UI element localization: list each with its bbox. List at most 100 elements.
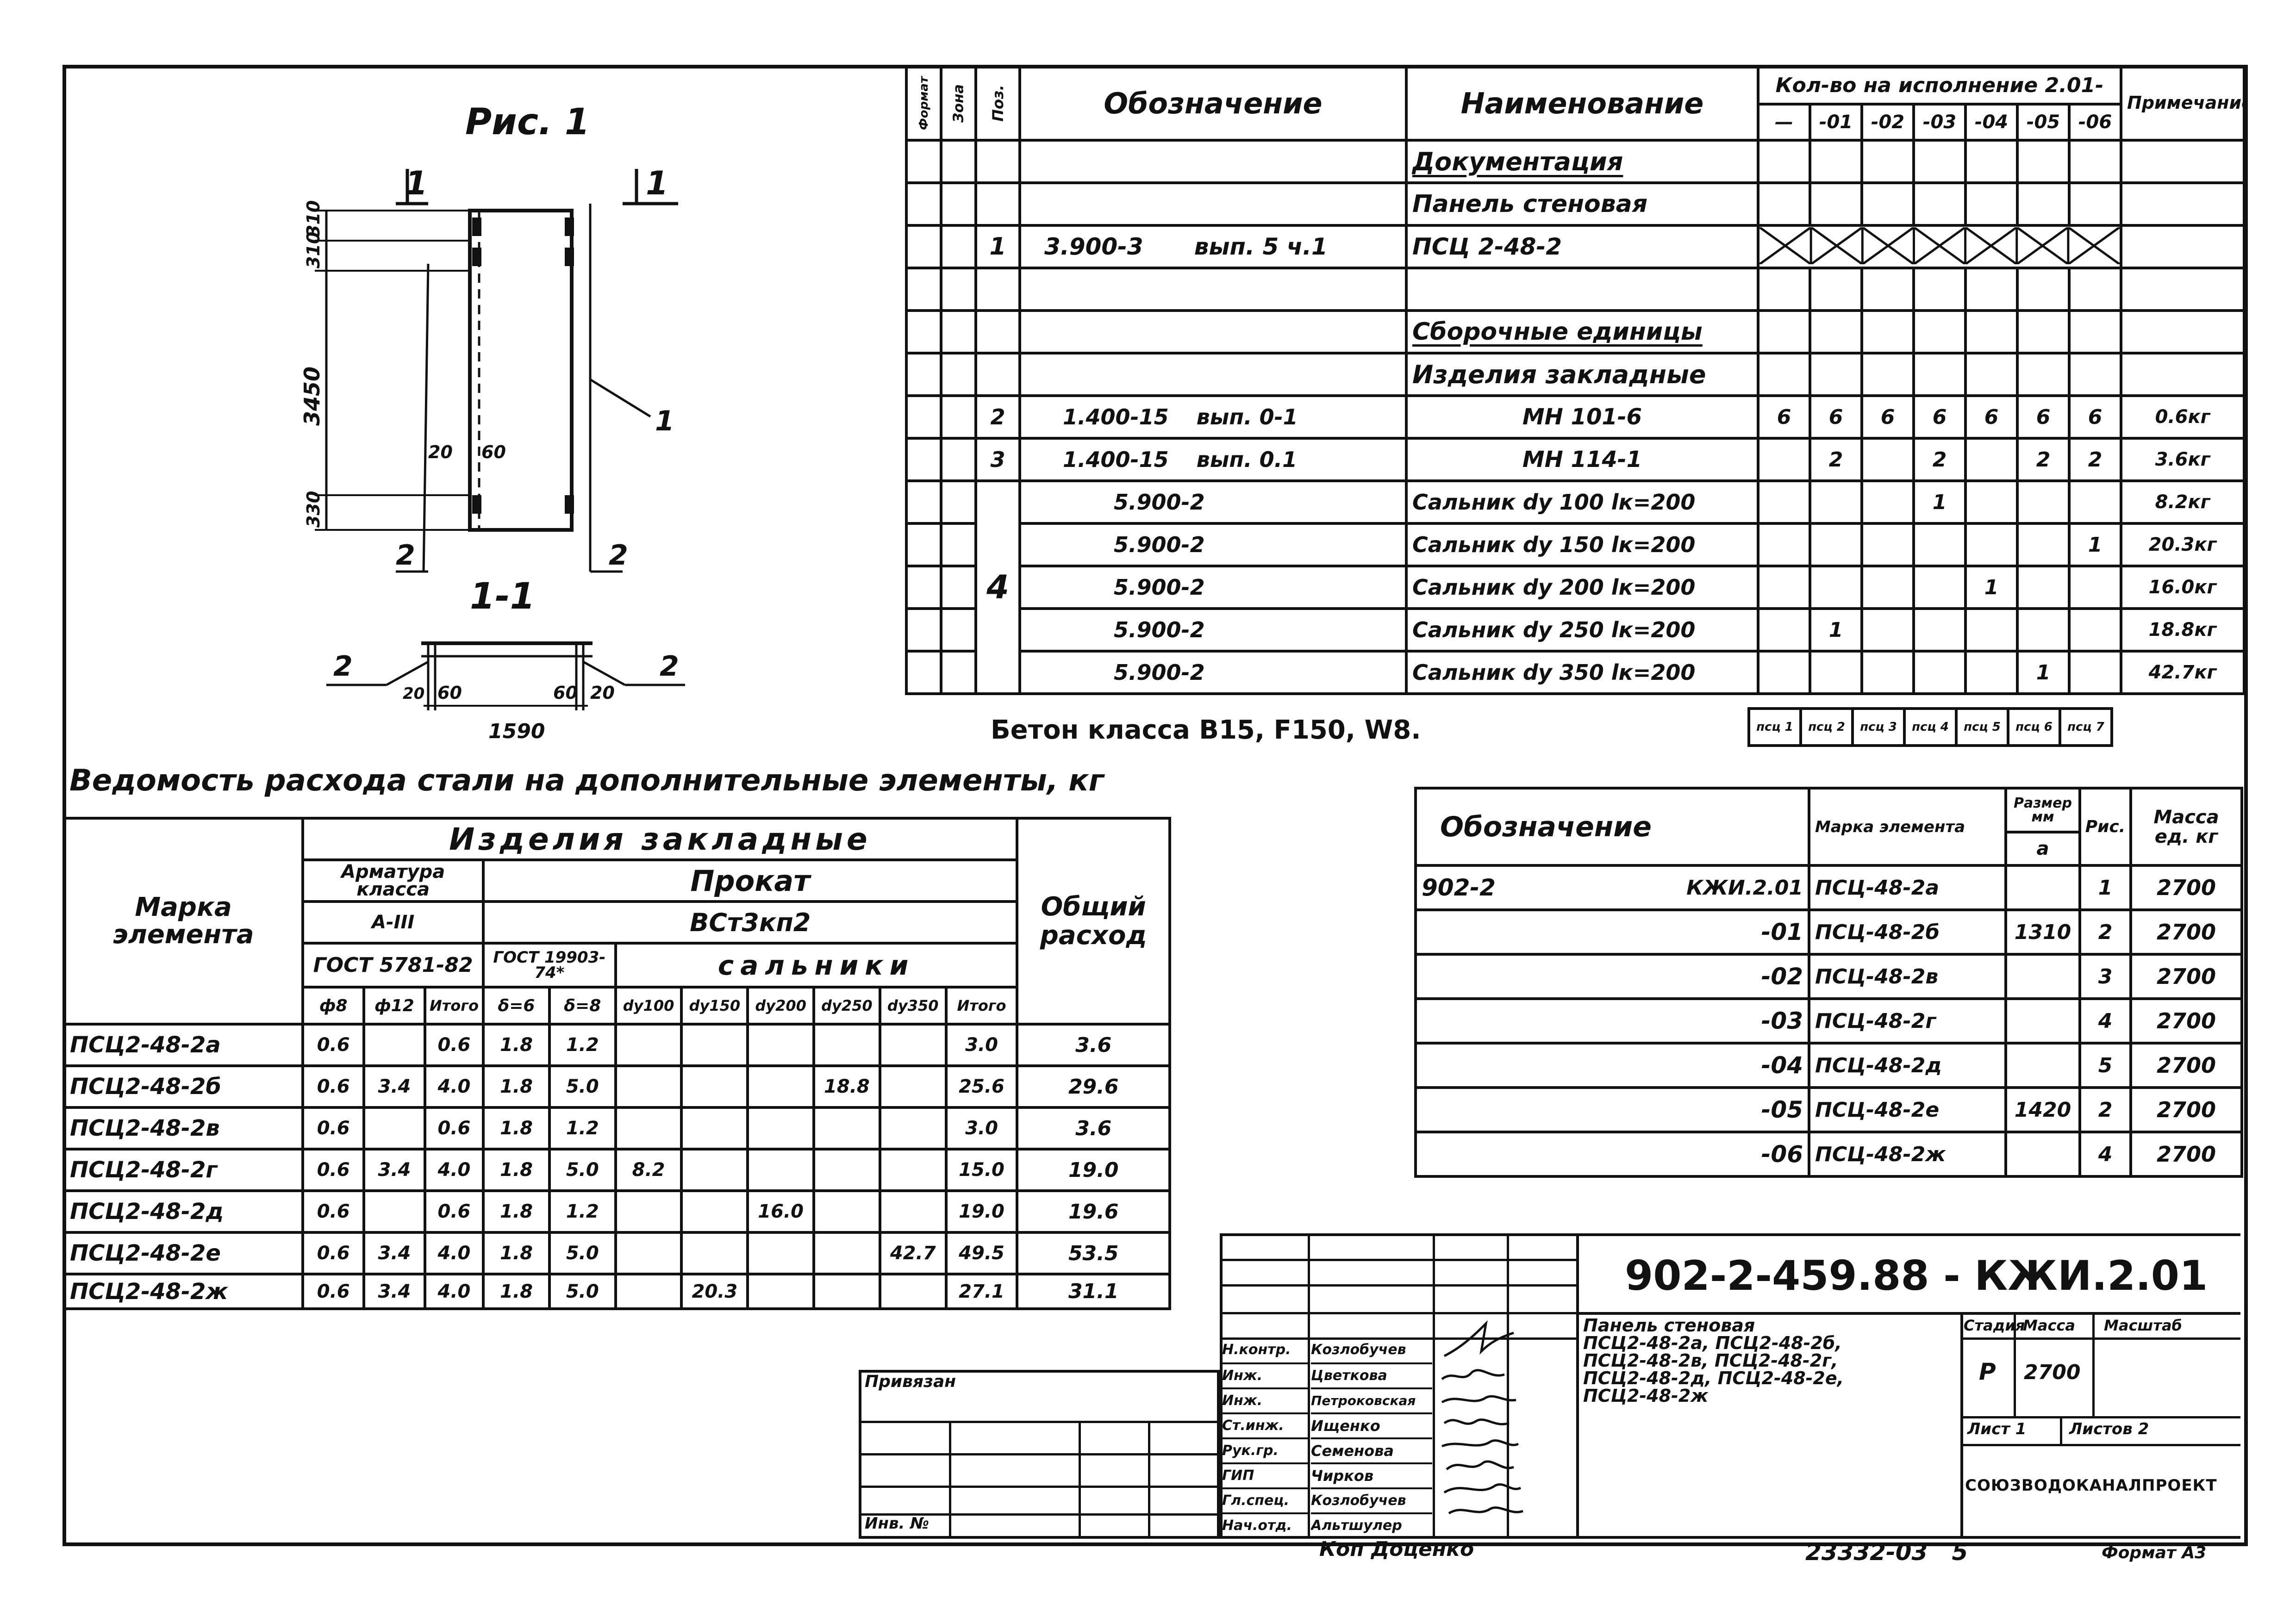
element-row: -05 ПСЦ-48-2е 1420 2 2700 [1414,1086,2244,1133]
hdr-var-5: -05 [2016,103,2071,142]
copied-by: Коп Доценко [1319,1537,1474,1561]
section-documentation: Документация [1405,139,1759,184]
dim-top-a: 310 [303,200,324,237]
hdr-rebar-class: А-III [301,900,485,945]
dim-height: 3450 [299,367,324,426]
sheet-number: Лист 1 [1967,1420,2027,1438]
element-row: 902-2 КЖИ.2.01 ПСЦ-48-2а 1 2700 [1414,864,2244,911]
hdr-name: Наименование [1405,65,1759,142]
section-dim-20b: 20 [590,683,615,703]
roles-list: Н.контр. Инж. Инж. Ст.инж. Рук.гр. ГИП Г… [1222,1337,1308,1537]
element-row: -04 ПСЦ-48-2д 5 2700 [1414,1042,2244,1089]
stage-header: Стадия [1964,1317,2025,1334]
panel-label: Панель стеновая [1405,181,1759,227]
section-dim-60a: 60 [437,683,462,703]
hdr-rolled: Прокат [482,858,1019,903]
element-row: -02 ПСЦ-48-2в 3 2700 [1414,953,2244,1000]
el-hdr-desig: Обозначение [1414,787,1811,867]
element-row: -01 ПСЦ-48-2б 1310 2 2700 [1414,908,2244,956]
section-leader-2b: 2 [660,650,679,683]
dim-inner-60: 60 [481,442,506,462]
hdr-var-6: -06 [2067,103,2123,142]
el-hdr-size-sub: а [2004,831,2082,867]
spec-item-row: 4 5.900-2 Сальник dy 100 lк=200 1 8.2кг [905,479,2246,695]
hdr-rebar: Арматура класса [301,858,485,903]
hdr-embedded: Изделия закладные [301,817,1019,861]
sheet-format: Формат А3 [2102,1543,2207,1562]
row1-pos: 1 [974,224,1021,269]
row1-crossed-cells [1756,224,2123,269]
elements-table: Обозначение Марка элемента Размер мм Рис… [1414,787,2244,1178]
spec-item-row: 5.900-2 Сальник dy 150 lк=200 1 20.3кг [905,522,2246,567]
hdr-var-2: -02 [1860,103,1915,142]
inv-label: Инв. № [865,1514,930,1533]
title-block-main [1576,1233,2240,1539]
hdr-var-3: -03 [1912,103,1967,142]
hdr-var-1: -01 [1809,103,1863,142]
element-row: -06 ПСЦ-48-2ж 4 2700 [1414,1131,2244,1178]
signature-grid [1220,1233,1576,1539]
concrete-note: Бетон класса В15, F150, W8. [991,715,1421,745]
sheets-total: Листов 2 [2069,1420,2149,1438]
section-dim-60b: 60 [553,683,578,703]
section-embedded: Изделия закладные [1405,352,1759,397]
hdr-designation: Обозначение [1018,65,1408,142]
hdr-gost2: ГОСТ 19903-74* [482,942,617,989]
dim-top-b: 310 [303,232,324,268]
steel-table-title: Ведомость расхода стали на дополнительны… [69,764,1104,798]
section-leader-2a: 2 [333,650,353,683]
hdr-zone: Зона [940,65,977,142]
stage-value: Р [1979,1358,1996,1385]
spec-item-row: 5.900-2 Сальник dy 250 lк=200 1 18.8кг [905,607,2246,653]
organization: СОЮЗВОДОКАНАЛПРОЕКТ [1965,1476,2217,1495]
hdr-gost1: ГОСТ 5781-82 [301,942,485,989]
figure-title: Рис. 1 [465,101,590,143]
section-assembly: Сборочные единицы [1405,309,1759,354]
hdr-glands: сальники [614,942,1019,989]
col-mark: Марка элемента [62,817,305,1026]
cut-label-b: 1 [646,164,668,202]
hdr-var-4: -04 [1964,103,2019,142]
signatures [1441,1320,1523,1515]
scale-header: Масштаб [2104,1317,2182,1334]
steel-table: Марка элемента Изделия закладные Общий р… [62,817,1171,1310]
leader-2a: 2 [396,539,415,572]
element-row: -03 ПСЦ-48-2г 4 2700 [1414,997,2244,1045]
dim-bottom: 330 [303,491,324,528]
mass-header: Масса [2023,1317,2075,1334]
mass-value: 2700 [2024,1361,2081,1384]
archive-number: 23332-03 5 [1805,1539,1968,1566]
el-hdr-mass: Масса ед. кг [2129,787,2244,867]
el-hdr-fig: Рис. [2078,787,2133,867]
figure-1-drawing: Рис. 1 1 1 310 310 3450 330 20 60 1 2 2 … [299,101,685,743]
specification-table: Формат Зона Поз. Обозначение Наименовани… [905,65,2246,695]
col-total: Общий расход [1016,817,1171,1026]
hdr-var-0: — [1757,103,1811,142]
names-list: Козлобучев Цветкова Петроковская Ищенко … [1311,1337,1432,1537]
hdr-format: Формат [905,65,942,142]
leader-1: 1 [655,405,674,437]
spec-item-row: 5.900-2 Сальник dy 350 lк=200 1 42.7кг [905,650,2246,695]
hdr-steel-grade: ВСт3кп2 [482,900,1019,945]
section-dim-20a: 20 [403,684,424,703]
leader-2b: 2 [609,539,628,572]
document-code: 902-2-459.88 - КЖИ.2.01 [1625,1252,2208,1300]
drawing-title: Панель стеновая ПСЦ2-48-2а, ПСЦ2-48-2б, … [1583,1315,1844,1406]
section-width: 1590 [488,720,545,743]
hdr-pos: Поз. [974,65,1021,142]
dim-inner-20: 20 [428,442,453,462]
variant-labels: псц 1 псц 2 псц 3 псц 4 псц 5 псц 6 псц … [1747,707,2113,747]
el-hdr-size: Размер мм [2004,787,2082,833]
cut-label-a: 1 [405,164,428,202]
